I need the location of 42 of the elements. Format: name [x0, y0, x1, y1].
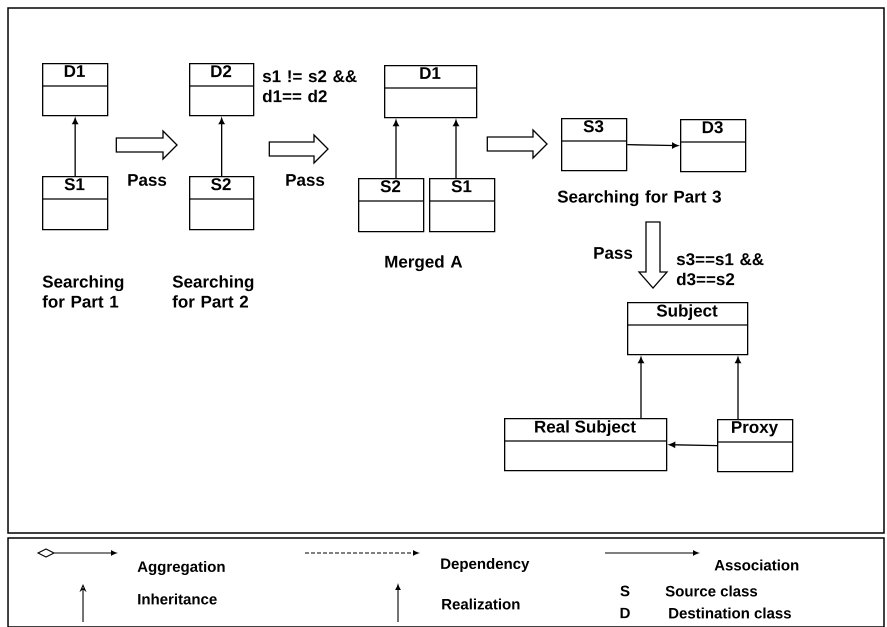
- legend-text: Realization: [442, 598, 520, 610]
- class-box: D3: [680, 119, 746, 172]
- edge-label: Pass: [594, 247, 632, 259]
- class-box: S3: [561, 118, 628, 172]
- edge-label: Pass: [286, 174, 324, 186]
- legend-text: Association: [714, 559, 798, 570]
- arrow: [453, 120, 459, 178]
- caption-text: Searching for Part 1: [42, 275, 124, 308]
- legend-text: Destination class: [669, 607, 791, 618]
- class-box: S2: [358, 178, 424, 232]
- legend-letter: D: [620, 608, 630, 618]
- class-box: S1: [429, 178, 496, 232]
- legend-text: Source class: [666, 585, 758, 596]
- arrow: [72, 118, 78, 176]
- class-box: S2: [189, 176, 254, 230]
- caption-text: s3==s1 && d3==s2: [676, 253, 764, 286]
- caption-text: Searching for Part 3: [558, 190, 721, 206]
- arrow: [627, 142, 678, 148]
- class-box: Real Subject: [504, 418, 668, 472]
- edge-label: Pass: [128, 174, 166, 186]
- hollow-arrow: [268, 133, 329, 165]
- arrow: [393, 120, 399, 178]
- arrow: [218, 118, 225, 176]
- legend-text: Dependency: [441, 558, 530, 572]
- class-box: D1: [384, 65, 478, 118]
- hollow-arrow: [638, 221, 668, 289]
- caption-text: Merged A: [385, 255, 462, 272]
- caption-text: Searching for Part 2: [172, 275, 254, 308]
- legend-text: Inheritance: [138, 593, 217, 604]
- class-box: Subject: [627, 302, 748, 356]
- class-box: Proxy: [717, 419, 794, 472]
- arrow: [638, 356, 644, 418]
- arrow: [735, 356, 741, 419]
- class-box: D1: [42, 63, 108, 116]
- hollow-arrow: [486, 128, 548, 160]
- legend-text: Aggregation: [138, 560, 225, 576]
- hollow-arrow: [116, 129, 178, 161]
- caption-text: s1 != s2 && d1== d2: [262, 70, 357, 102]
- legend-letter: S: [620, 586, 630, 596]
- class-box: S1: [42, 176, 108, 230]
- class-box: D2: [189, 63, 254, 116]
- arrow: [668, 442, 718, 448]
